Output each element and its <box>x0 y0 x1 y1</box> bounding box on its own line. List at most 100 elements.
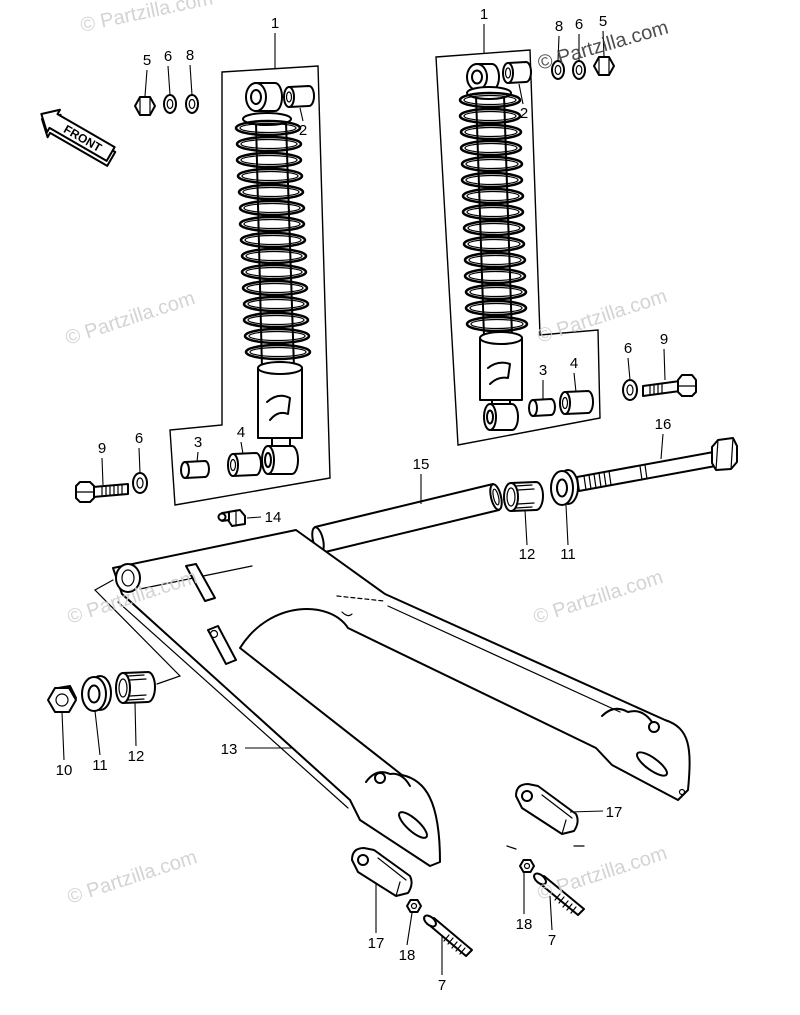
callout-bushing-2-right: 2 <box>520 105 528 122</box>
left-shock-damper-body <box>257 367 303 439</box>
callout-nut-18-left: 18 <box>399 947 416 964</box>
callout-bearing-12-left: 12 <box>128 748 145 765</box>
callout-cap-nut-left: 5 <box>143 52 151 69</box>
right-shock-absorber <box>458 63 529 431</box>
callout-chain-adjuster-right: 17 <box>606 804 623 821</box>
swingarm-bracket-upper <box>185 563 216 602</box>
left-shock-top-eye-hole <box>250 89 262 105</box>
callout-swingarm: 13 <box>221 741 238 758</box>
callout-washer-6-left-lower: 6 <box>135 430 143 447</box>
right-shock-top-eye-hole <box>471 69 483 85</box>
callout-bushing-3-left: 3 <box>194 434 202 451</box>
left-shock-bottom-eye-body <box>267 445 299 475</box>
swingarm-right-mount-boss <box>648 721 660 733</box>
callout-grease-fitting: 14 <box>265 509 282 526</box>
swingarm-left-arm-underside <box>117 601 349 809</box>
callout-chain-adjuster-left: 17 <box>368 935 385 952</box>
right-washer-6-lower <box>622 379 638 401</box>
left-adjuster-nut-18 <box>406 899 422 913</box>
leader-lines <box>61 24 666 975</box>
callout-pivot-tube: 15 <box>413 456 430 473</box>
left-shock-group-outline <box>169 65 331 506</box>
swingarm-pivot-end <box>115 563 141 593</box>
right-chain-adjuster-17 <box>515 783 579 835</box>
right-shock-damper-body <box>479 337 523 401</box>
callout-bushing-2-left: 2 <box>299 122 307 139</box>
front-direction-arrow: FRONT <box>40 108 117 167</box>
callout-bolt-7-left: 7 <box>438 977 446 994</box>
swingarm-pivot-hole <box>121 569 135 587</box>
right-adjuster-bolt-7 <box>533 872 585 916</box>
swingarm-left-mount-boss <box>374 772 386 784</box>
swingarm-right-arm-top-face <box>387 605 621 713</box>
callout-bushing-4-left: 4 <box>237 424 245 441</box>
left-pivot-seal-11 <box>81 675 112 712</box>
swingarm-pivot-boss <box>341 611 353 617</box>
right-shock-damper-detail <box>487 361 511 385</box>
left-washer-6-lower <box>132 472 148 494</box>
callout-washer-8-left: 8 <box>186 47 194 64</box>
right-needle-bearing-12 <box>503 481 544 512</box>
left-adjuster-bolt-7 <box>423 914 473 957</box>
front-arrow-shape <box>40 108 116 162</box>
right-bushing-4 <box>559 390 594 415</box>
callout-washer-6-left-top: 6 <box>164 48 172 65</box>
swingarm-left-shock-mount <box>365 771 411 787</box>
left-bushing-3 <box>180 460 210 479</box>
callout-pivot-bolt: 16 <box>655 416 672 433</box>
watermark-bottom-right: © Partzilla.com <box>535 842 670 905</box>
left-pivot-nut-10 <box>47 685 77 713</box>
left-shock-damper-top <box>257 361 303 375</box>
watermark-top-left: © Partzilla.com <box>78 0 214 37</box>
swingarm-right-plate-hole <box>678 788 686 796</box>
swingarm-hidden-pivot-edge <box>336 595 385 602</box>
left-chain-adjuster-17 <box>351 847 413 897</box>
swingarm-right-shock-mount <box>601 707 653 723</box>
pivot-tube-15 <box>311 483 503 554</box>
left-bolt-9 <box>75 481 129 503</box>
right-shock-spring <box>458 91 529 333</box>
callout-bushing-4-right: 4 <box>570 355 578 372</box>
right-shock-bottom-eye-hole <box>486 409 494 425</box>
left-shock-damper-detail <box>266 394 291 421</box>
adjuster-alignment-marks <box>506 845 585 850</box>
swingarm-left-axle-slot <box>398 811 428 839</box>
right-shock-damper-top <box>479 331 523 345</box>
left-upper-washer-6 <box>163 94 177 114</box>
left-bushing-4 <box>227 452 262 477</box>
swingarm-right-axle-slot <box>636 751 668 777</box>
left-bushing-2 <box>283 85 315 108</box>
callout-bolt-9-left: 9 <box>98 440 106 457</box>
right-adjuster-nut-18 <box>519 859 535 873</box>
callout-labels: 1 1 5 6 8 8 6 5 2 2 3 4 3 4 6 9 9 6 14 1… <box>56 6 672 994</box>
callout-seal-11-left: 11 <box>92 757 108 774</box>
callout-bolt-7-right: 7 <box>548 932 556 949</box>
watermark-mid-left: © Partzilla.com <box>63 287 198 350</box>
swingarm-bracket-lower <box>207 625 237 665</box>
left-pivot-guide-line <box>94 579 182 685</box>
swingarm-bracket-hole <box>209 629 219 639</box>
callout-washer-8-right: 8 <box>555 18 563 35</box>
watermark-mid-right: © Partzilla.com <box>535 285 670 348</box>
swingarm-13 <box>112 529 691 867</box>
callout-washer-6-right-lower: 6 <box>624 340 632 357</box>
left-upper-washer-8 <box>185 94 199 114</box>
left-shock-bottom-eye-hole <box>264 452 272 468</box>
callout-cap-nut-right: 5 <box>599 13 607 30</box>
watermark-bottom-left: © Partzilla.com <box>65 846 200 909</box>
callout-nut-18-right: 18 <box>516 916 533 933</box>
left-shock-absorber <box>234 82 312 475</box>
left-shock-spring <box>234 119 312 361</box>
callout-bushing-3-right: 3 <box>539 362 547 379</box>
right-bushing-3 <box>528 398 556 417</box>
right-shock-bottom-eye-body <box>489 403 519 431</box>
callout-bolt-9-right: 9 <box>660 331 668 348</box>
callout-washer-6-right-top: 6 <box>575 16 583 33</box>
right-bolt-9 <box>642 374 697 397</box>
right-shock-group-outline <box>435 49 601 446</box>
grease-fitting-14 <box>217 509 246 527</box>
right-bushing-2 <box>502 61 532 84</box>
callout-bearing-12-right: 12 <box>519 546 536 563</box>
pivot-bolt-16 <box>576 437 738 492</box>
